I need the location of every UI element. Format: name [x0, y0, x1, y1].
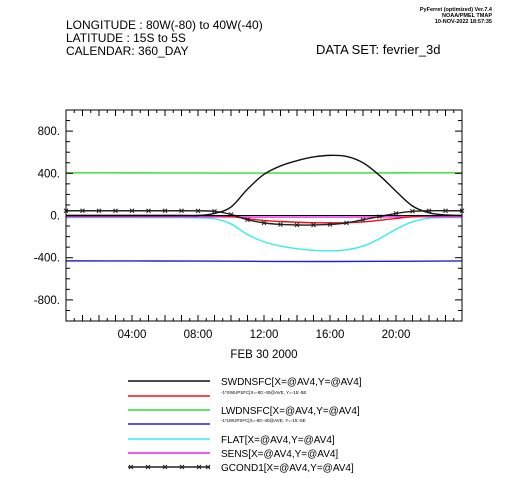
y-tick-label: 800.	[38, 126, 60, 138]
y-tick-label: 400.	[38, 168, 60, 180]
series-marker	[410, 208, 415, 214]
legend-marker	[196, 464, 202, 470]
series-marker	[80, 208, 85, 214]
series-marker	[129, 208, 135, 214]
series-marker	[245, 217, 250, 223]
version-line-3: 10-NOV-2022 18:57:35	[434, 19, 492, 25]
x-tick-label: 16:00	[316, 329, 345, 341]
legend-marker	[179, 464, 185, 470]
series-line-3	[65, 260, 463, 263]
x-tick-label: 20:00	[382, 329, 411, 341]
series-marker	[360, 217, 366, 223]
series-marker	[426, 208, 432, 214]
legend-label-1: -1*SWUPSFC[X=-80:-40@AVE, Y=-15:-5E	[221, 390, 306, 395]
x-tick-label: 04:00	[118, 329, 147, 341]
legend-marker	[128, 464, 134, 470]
header-latitude: LATITUDE : 15S to 5S	[66, 31, 186, 45]
series-marker	[311, 222, 316, 228]
series-line-4	[65, 216, 463, 252]
x-axis-label: FEB 30 2000	[230, 349, 297, 361]
series-marker	[294, 222, 300, 228]
x-tick-label: 08:00	[184, 329, 213, 341]
legend-label-6: GCOND1[X=@AV4,Y=@AV4]	[221, 463, 354, 474]
header-dataset: DATA SET: fevrier_3d	[316, 42, 441, 57]
legend-label-2: LWDNSFC[X=@AV4,Y=@AV4]	[221, 406, 360, 417]
series-marker	[443, 208, 448, 214]
series-marker	[278, 222, 283, 227]
legend-marker	[162, 464, 168, 470]
version-line-2: NOAA/PMEL TMAP	[441, 13, 492, 19]
legend-label-0: SWDNSFC[X=@AV4,Y=@AV4]	[221, 377, 362, 388]
series-marker	[261, 220, 267, 226]
series-marker	[212, 208, 217, 214]
series-marker	[96, 208, 102, 214]
series-marker	[195, 208, 201, 214]
series-marker	[162, 208, 168, 214]
y-tick-label: 0.	[50, 211, 60, 223]
y-tick-label: -800.	[34, 295, 60, 307]
series-marker	[327, 222, 333, 227]
legend-label-5: SENS[X=@AV4,Y=@AV4]	[221, 449, 338, 460]
header-calendar: CALENDAR: 360_DAY	[66, 44, 189, 58]
version-line-1: PyFerret (optimized) Ver.7.4	[419, 7, 492, 13]
header-longitude: LONGITUDE : 80W(-80) to 40W(-40)	[66, 18, 263, 32]
legend-marker	[205, 464, 211, 470]
series-marker	[393, 211, 399, 216]
series-marker	[344, 220, 349, 226]
legend-label-4: FLAT[X=@AV4,Y=@AV4]	[221, 435, 335, 446]
legend-label-3: -1*LWUPSFC[X=-80:-40@AVE, Y=-15:-5E	[221, 418, 306, 423]
legend-marker	[145, 464, 151, 470]
series-marker	[146, 208, 151, 214]
series-marker	[113, 208, 118, 214]
series-marker	[179, 208, 184, 214]
y-tick-label: -400.	[34, 253, 60, 265]
x-tick-label: 12:00	[250, 329, 279, 341]
series-line-0	[66, 154, 463, 217]
